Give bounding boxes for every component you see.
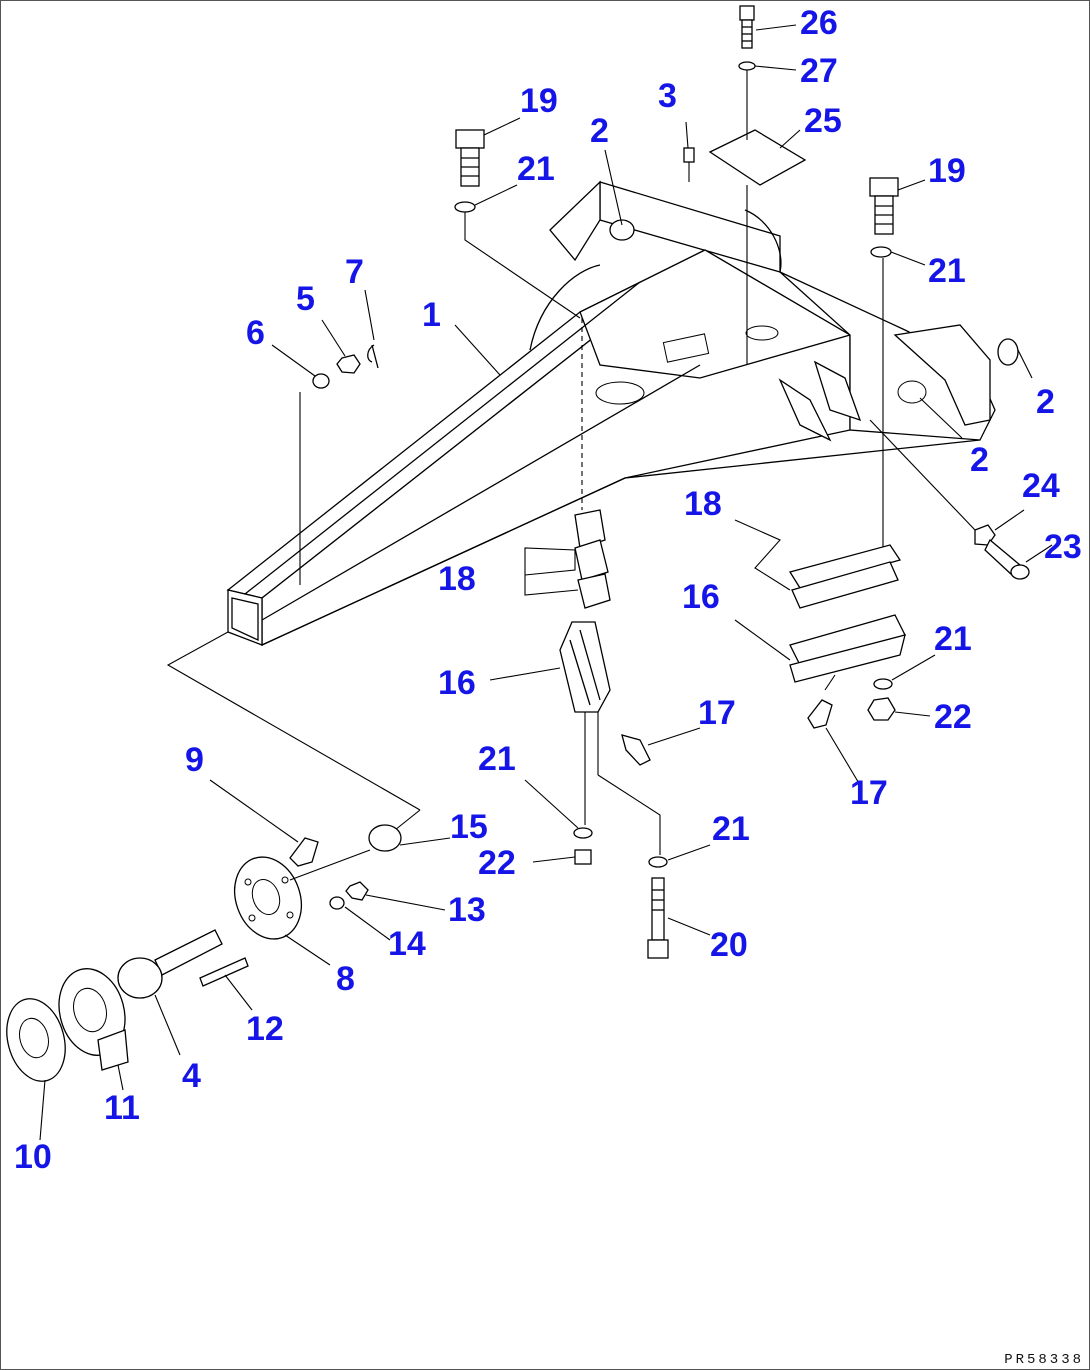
callout-24: 24 (1022, 467, 1060, 505)
callout-18: 18 (684, 485, 722, 523)
callout-1: 1 (422, 296, 441, 334)
callout-20: 20 (710, 926, 748, 964)
bolt-19-left (455, 129, 485, 187)
callout-21: 21 (517, 150, 555, 188)
callout-11: 11 (104, 1089, 140, 1127)
callout-19: 19 (928, 152, 966, 190)
nut-22-lower-left (574, 849, 592, 865)
cover-10 (6, 998, 66, 1082)
callout-labels: 26 27 19 3 25 2 21 19 21 7 5 1 6 2 2 24 … (14, 4, 1082, 1176)
washer-21-lower-right (873, 678, 893, 690)
callout-21: 21 (928, 252, 966, 290)
shim-18-right (788, 544, 902, 609)
callout-23: 23 (1044, 528, 1082, 566)
callout-18: 18 (438, 560, 476, 598)
washer-6 (312, 373, 330, 389)
shaft-4 (117, 929, 223, 999)
callout-16: 16 (682, 578, 720, 616)
pad-16-left (559, 621, 611, 713)
nut-13 (345, 881, 369, 901)
bolt-19-right (869, 177, 899, 235)
callout-leaders (39, 24, 1053, 1141)
callout-2: 2 (1036, 383, 1055, 421)
callout-21: 21 (934, 620, 972, 658)
bolt-26 (739, 5, 755, 49)
callout-7: 7 (345, 253, 364, 291)
callout-12: 12 (246, 1010, 284, 1048)
callout-2: 2 (970, 441, 989, 479)
main-frame (226, 180, 1019, 647)
washer-27 (738, 61, 756, 71)
washer-14 (329, 896, 345, 910)
fitting-17-left (621, 734, 651, 766)
callout-9: 9 (185, 741, 204, 779)
callout-26: 26 (800, 4, 838, 42)
callout-16: 16 (438, 664, 476, 702)
grease-fitting-9 (289, 837, 319, 867)
callout-2: 2 (590, 112, 609, 150)
callout-14: 14 (388, 925, 426, 963)
callout-3: 3 (658, 77, 677, 115)
washer-21-lower-mid (648, 856, 668, 868)
callout-25: 25 (804, 102, 842, 140)
cap-15 (368, 824, 402, 852)
washer-21-left (454, 201, 476, 213)
callout-13: 13 (448, 891, 486, 929)
callout-27: 27 (800, 52, 838, 90)
callout-21: 21 (478, 740, 516, 778)
shim-18-left (574, 509, 611, 609)
washer-21-right (870, 246, 892, 258)
plate-25 (708, 129, 807, 186)
callout-5: 5 (296, 280, 315, 318)
drawing-reference-code: PR58338 (1004, 1352, 1084, 1368)
stud-12 (199, 957, 249, 987)
pad-16-right (789, 614, 906, 683)
callout-10: 10 (14, 1138, 52, 1176)
bolt-20 (647, 877, 669, 959)
washer-21-lower-left (573, 827, 593, 839)
callout-17: 17 (850, 774, 888, 812)
callout-15: 15 (450, 808, 488, 846)
flange-8 (234, 856, 302, 940)
nut-5 (336, 354, 361, 374)
pin-7 (367, 344, 379, 369)
callout-17: 17 (698, 694, 736, 732)
fitting-3 (683, 147, 695, 163)
callout-6: 6 (246, 314, 265, 352)
callout-19: 19 (520, 82, 558, 120)
housing-11 (58, 968, 129, 1071)
fitting-17-right (807, 699, 833, 729)
callout-4: 4 (182, 1057, 201, 1095)
bolt-23 (984, 538, 1030, 580)
callout-22: 22 (478, 844, 516, 882)
callout-22: 22 (934, 698, 972, 736)
nut-22-lower-right (867, 697, 896, 721)
callout-8: 8 (336, 960, 355, 998)
callout-21: 21 (712, 810, 750, 848)
